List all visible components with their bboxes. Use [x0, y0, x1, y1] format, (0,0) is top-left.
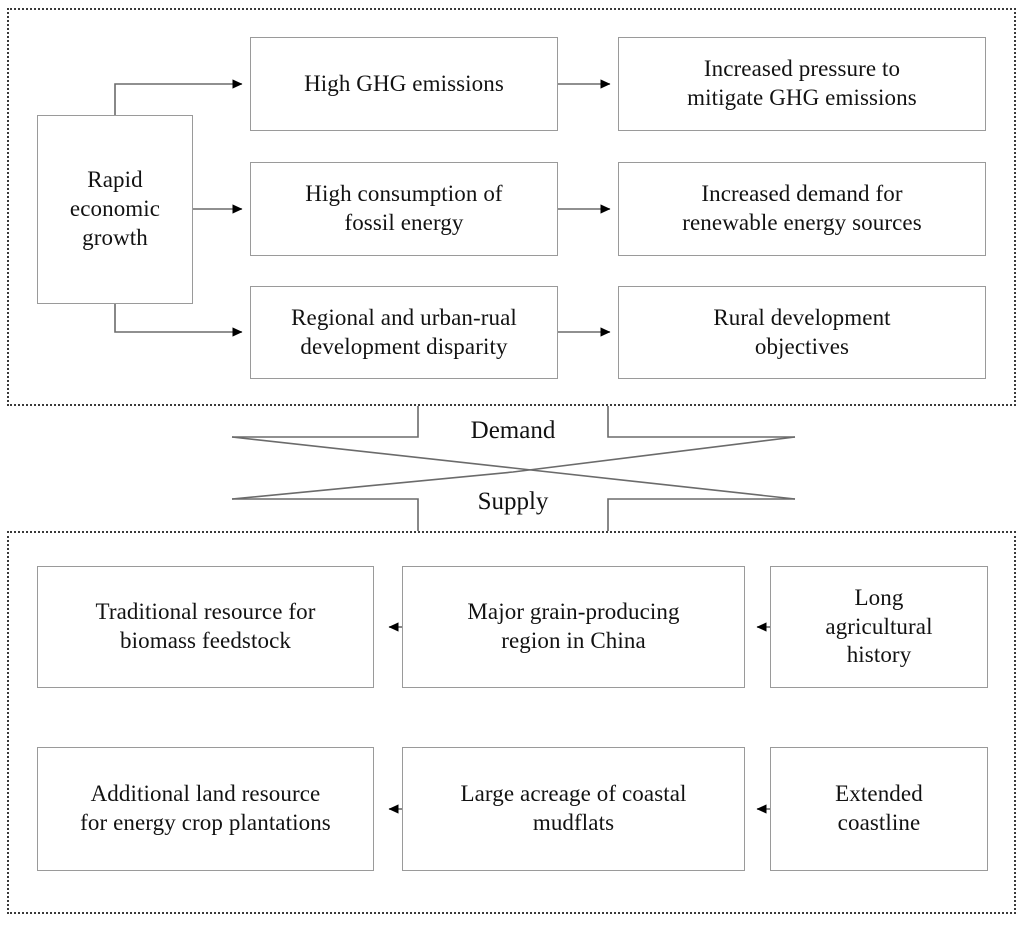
connector-supply-right-stub	[607, 498, 795, 531]
node-label: High consumption of fossil energy	[305, 181, 503, 235]
node-increased-pressure-mitigate-ghg[interactable]: Increased pressure to mitigate GHG emiss…	[618, 37, 986, 131]
node-label: Rural development objectives	[713, 304, 891, 359]
node-label: Regional and urban-rual development disp…	[291, 304, 517, 359]
node-high-ghg-emissions[interactable]: High GHG emissions	[250, 37, 558, 131]
node-traditional-resource-biomass-feedstock[interactable]: Traditional resource for biomass feedsto…	[37, 566, 374, 688]
node-rapid-economic-growth[interactable]: Rapid economic growth	[37, 115, 193, 304]
connector-supply-left-stub	[232, 498, 419, 531]
node-additional-land-resource-energy-crops[interactable]: Additional land resource for energy crop…	[37, 747, 374, 871]
demand-label: Demand	[470, 417, 556, 444]
demand-panel	[7, 8, 1016, 406]
node-label: Traditional resource for biomass feedsto…	[95, 599, 316, 653]
node-extended-coastline[interactable]: Extended coastline	[770, 747, 988, 871]
node-label: Increased demand for renewable energy so…	[682, 181, 922, 235]
supply-label: Supply	[477, 488, 549, 515]
node-increased-demand-renewable-energy[interactable]: Increased demand for renewable energy so…	[618, 162, 986, 256]
connector-demand-right-stub	[607, 406, 795, 438]
node-long-agricultural-history[interactable]: Long agricultural history	[770, 566, 988, 688]
node-major-grain-producing-region[interactable]: Major grain-producing region in China	[402, 566, 745, 688]
node-label: Long agricultural history	[825, 584, 933, 668]
node-large-acreage-coastal-mudflats[interactable]: Large acreage of coastal mudflats	[402, 747, 745, 871]
node-label: Major grain-producing region in China	[467, 599, 680, 653]
node-regional-urban-rural-disparity[interactable]: Regional and urban-rual development disp…	[250, 286, 558, 379]
node-label: High GHG emissions	[304, 70, 504, 96]
node-high-consumption-fossil-energy[interactable]: High consumption of fossil energy	[250, 162, 558, 256]
node-rural-development-objectives[interactable]: Rural development objectives	[618, 286, 986, 379]
node-label: Large acreage of coastal mudflats	[460, 781, 687, 835]
node-label: Extended coastline	[835, 781, 923, 835]
node-label: Additional land resource for energy crop…	[80, 781, 331, 835]
node-label: Rapid economic growth	[69, 167, 161, 250]
connector-demand-left-stub	[232, 406, 419, 438]
supply-panel	[7, 531, 1016, 914]
node-label: Increased pressure to mitigate GHG emiss…	[687, 56, 917, 110]
